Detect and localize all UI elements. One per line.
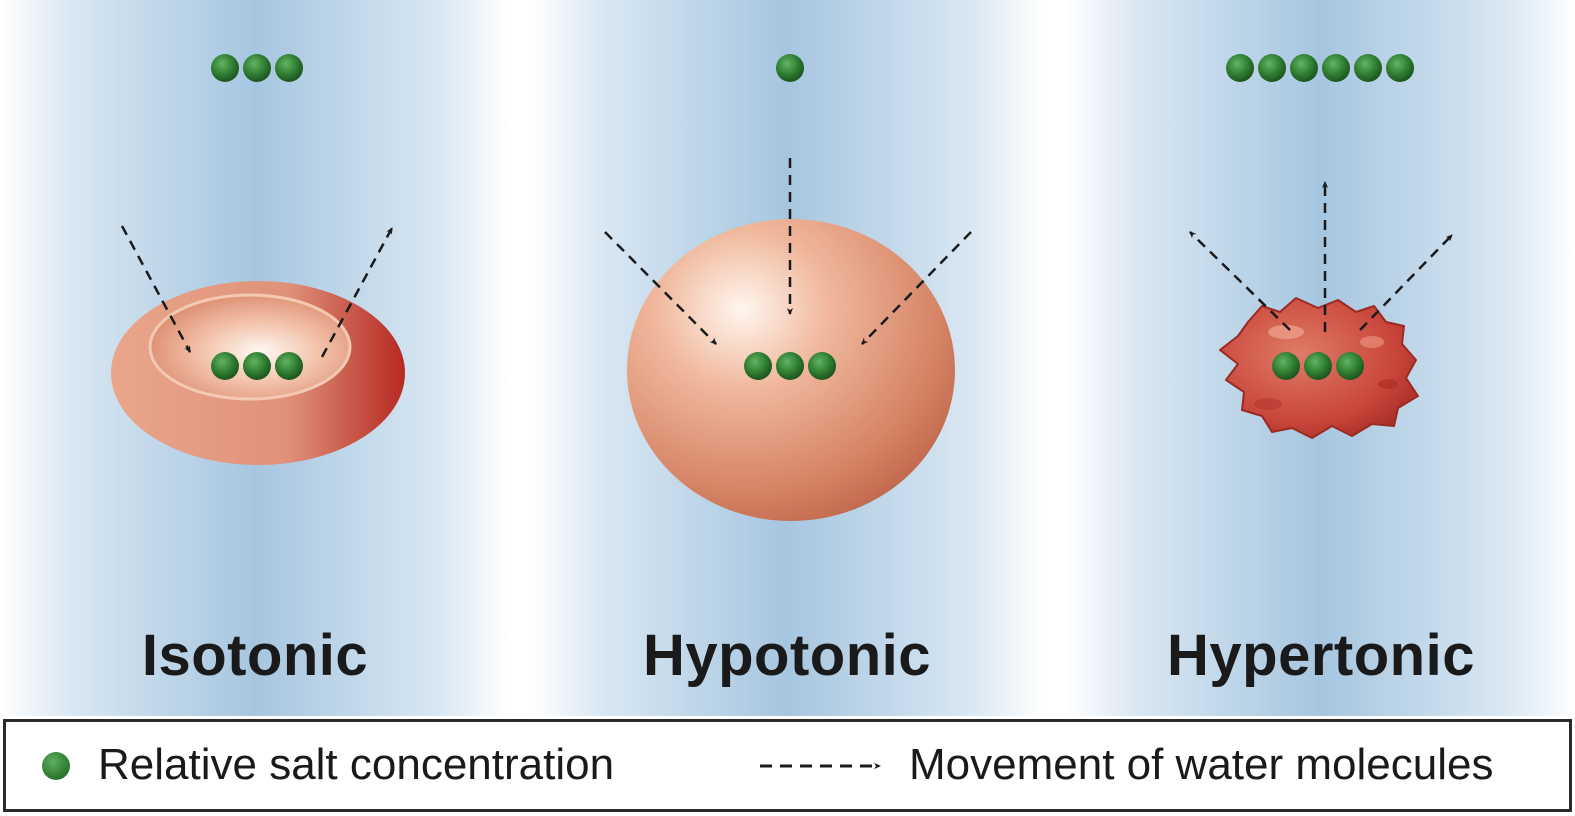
water-arrow-hypo-right	[861, 231, 972, 345]
salt-dot-inside-isotonic	[243, 352, 271, 380]
salt-dot-outside-hypertonic	[1386, 54, 1414, 82]
salt-dot-inside-hypotonic	[776, 352, 804, 380]
salt-dot-inside-isotonic	[275, 352, 303, 380]
cell-illustrations	[111, 54, 1453, 521]
water-arrow-iso-in	[120, 225, 192, 353]
salt-dot-outside-hypertonic	[1322, 54, 1350, 82]
salt-dot-inside-hypertonic	[1336, 352, 1364, 380]
legend: Relative salt concentration Movement of …	[3, 719, 1572, 812]
salt-dot-outside-hypertonic	[1226, 54, 1254, 82]
water-arrow-iso-out	[320, 227, 394, 358]
label-hypotonic: Hypotonic	[642, 623, 932, 688]
salt-dot-outside-hypotonic	[776, 54, 804, 82]
salt-dot-inside-isotonic	[211, 352, 239, 380]
label-hypertonic: Hypertonic	[1167, 623, 1475, 688]
salt-dot-outside-hypertonic	[1354, 54, 1382, 82]
water-arrow-hyper-right	[1359, 234, 1453, 331]
panel-hypotonic: Hypotonic	[532, 0, 1042, 716]
water-arrow-hyper-left	[1189, 231, 1291, 331]
water-arrow-hypo-left	[604, 231, 717, 345]
salt-dot-inside-hypotonic	[744, 352, 772, 380]
legend-water-label: Movement of water molecules	[909, 740, 1494, 789]
label-isotonic: Isotonic	[141, 623, 369, 688]
salt-dot-outside-hypertonic	[1258, 54, 1286, 82]
salt-dot-outside-isotonic	[211, 54, 239, 82]
salt-dot-outside-hypertonic	[1290, 54, 1318, 82]
salt-dot-icon	[42, 752, 70, 780]
salt-dot-outside-isotonic	[243, 54, 271, 82]
dashed-arrow-icon	[760, 762, 882, 770]
legend-salt-label: Relative salt concentration	[98, 740, 615, 789]
salt-dot-outside-isotonic	[275, 54, 303, 82]
salt-dot-inside-hypotonic	[808, 352, 836, 380]
salt-dot-inside-hypertonic	[1304, 352, 1332, 380]
salt-dot-inside-hypertonic	[1272, 352, 1300, 380]
